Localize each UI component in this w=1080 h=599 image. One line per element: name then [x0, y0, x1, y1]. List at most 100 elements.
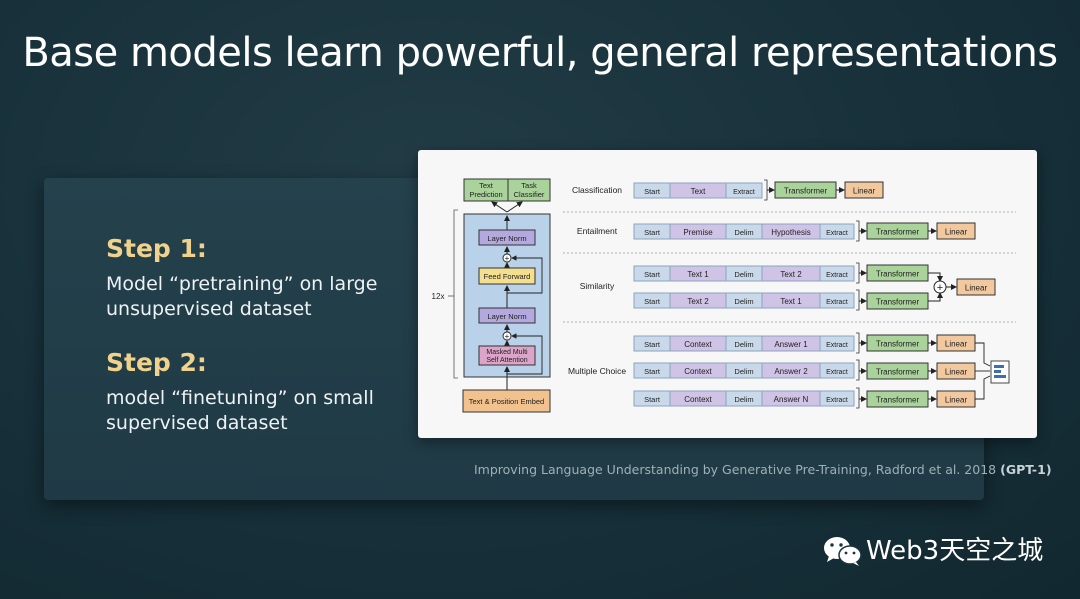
multiple-choice-row-2: Start Context Delim Answer 2 Extract Tra…	[633, 359, 976, 381]
token-delim-label: Delim	[734, 367, 753, 376]
similarity-row-1: Start Text 1 Delim Text 2 Extract Transf…	[633, 262, 929, 284]
token-extract	[819, 335, 855, 352]
gpt1-diagram: Text Prediction Task Classifier 12x Laye…	[432, 178, 1016, 413]
step-2-line-2: supervised dataset	[106, 412, 288, 434]
token-start-label: Start	[644, 187, 661, 196]
token-extract-label: Extract	[826, 272, 848, 279]
token-start-label: Start	[644, 297, 661, 306]
token-answerN-label: Answer N	[774, 395, 809, 404]
token-extract-label: Extract	[826, 397, 848, 404]
token-extract-label: Extract	[826, 369, 848, 376]
transformer-label: Transformer	[784, 187, 828, 196]
token-start-label: Start	[644, 228, 661, 237]
token-answer1-label: Answer 1	[774, 340, 808, 349]
token-delim-label: Delim	[734, 395, 753, 404]
masked-attention-label-2: Self Attention	[486, 357, 527, 364]
step-1-title: Step 1:	[106, 234, 207, 263]
embed-label: Text & Position Embed	[469, 397, 544, 406]
token-context-label: Context	[684, 395, 712, 404]
token-extract-label: Extract	[733, 189, 755, 196]
text-prediction-label-2: Prediction	[469, 190, 502, 199]
token-delim-label: Delim	[734, 270, 753, 279]
repeat-12x-label: 12x	[432, 292, 445, 301]
transformer-label: Transformer	[876, 270, 920, 279]
token-text1-label: Text 1	[780, 297, 802, 306]
linear-box	[936, 222, 976, 240]
token-text1-label: Text 1	[687, 270, 709, 279]
token-extract	[819, 223, 855, 240]
token-extract	[819, 265, 855, 282]
token-extract-label: Extract	[826, 299, 848, 306]
linear-box	[956, 278, 996, 296]
token-hypothesis-label: Hypothesis	[771, 228, 811, 237]
feed-forward-box	[478, 267, 536, 285]
token-extract-label: Extract	[826, 230, 848, 237]
token-extract	[819, 362, 855, 379]
watermark: Web3天空之城	[822, 534, 1052, 570]
token-text2-label: Text 2	[780, 270, 802, 279]
token-extract	[725, 182, 763, 199]
step-1-description: Model “pretraining” on large unsupervise…	[106, 272, 377, 322]
linear-label: Linear	[945, 228, 968, 237]
token-context-label: Context	[684, 340, 712, 349]
token-start-label: Start	[644, 367, 661, 376]
task-classifier-label-2: Classifier	[514, 190, 545, 199]
layer-norm-top-box	[478, 229, 536, 246]
citation: Improving Language Understanding by Gene…	[474, 462, 1052, 477]
residual-add-bottom-symbol: +	[505, 332, 510, 341]
linear-box	[844, 181, 884, 199]
softmax-merge	[975, 342, 1010, 400]
task-multiple-choice-label: Multiple Choice	[568, 366, 626, 376]
step-1-line-2: unsupervised dataset	[106, 298, 312, 320]
linear-label: Linear	[853, 187, 876, 196]
linear-label: Linear	[945, 396, 968, 405]
multiple-choice-row-n: Start Context Delim Answer N Extract Tra…	[633, 387, 976, 409]
task-similarity-label: Similarity	[580, 281, 615, 291]
entailment-row: Start Premise Delim Hypothesis Extract T…	[633, 220, 976, 242]
transformer-label: Transformer	[876, 396, 920, 405]
task-classification-label: Classification	[572, 185, 622, 195]
masked-attention-box	[478, 345, 536, 366]
step-2-description: model “finetuning” on small supervised d…	[106, 386, 374, 436]
token-context-label: Context	[684, 367, 712, 376]
wechat-icon	[824, 537, 862, 566]
transformer-label: Transformer	[876, 340, 920, 349]
token-start-label: Start	[644, 270, 661, 279]
step-2-title: Step 2:	[106, 348, 207, 377]
token-delim-label: Delim	[734, 297, 753, 306]
layer-norm-bottom-box	[478, 307, 536, 324]
residual-add-top-symbol: +	[505, 254, 510, 263]
task-classifier-label-1: Task	[521, 181, 537, 190]
similarity-row-2: Start Text 2 Delim Text 1 Extract Transf…	[633, 289, 929, 311]
token-extract-label: Extract	[826, 342, 848, 349]
transformer-label: Transformer	[876, 228, 920, 237]
architecture-diagram: Text Prediction Task Classifier 12x Laye…	[432, 178, 551, 413]
text-prediction-label-1: Text	[479, 181, 494, 190]
feed-forward-label: Feed Forward	[484, 272, 531, 281]
token-text-label: Text	[691, 187, 706, 196]
token-start-label: Start	[644, 340, 661, 349]
token-text2-label: Text 2	[687, 297, 709, 306]
step-1-line-1: Model “pretraining” on large	[106, 273, 378, 295]
step-2-line-1: model “finetuning” on small	[106, 387, 374, 409]
similarity-merge: + Linear	[928, 272, 996, 302]
layer-norm-bottom-label: Layer Norm	[487, 312, 526, 321]
embed-box	[462, 389, 551, 413]
linear-label: Linear	[965, 284, 988, 293]
task-formats: Classification Start Text Extract Transf…	[563, 179, 1016, 409]
token-premise-label: Premise	[683, 228, 713, 237]
linear-label: Linear	[945, 340, 968, 349]
multiple-choice-row-1: Start Context Delim Answer 1 Extract Tra…	[633, 332, 976, 354]
slide-title: Base models learn powerful, general repr…	[22, 30, 1058, 76]
classification-row: Start Text Extract Transformer Linear	[633, 179, 884, 201]
token-extract	[819, 390, 855, 407]
masked-attention-label-1: Masked Multi	[486, 349, 528, 356]
transformer-label: Transformer	[876, 368, 920, 377]
token-answer2-label: Answer 2	[774, 367, 808, 376]
gpt1-figure: Text Prediction Task Classifier 12x Laye…	[418, 150, 1037, 438]
task-entailment-label: Entailment	[577, 226, 618, 236]
layer-norm-top-label: Layer Norm	[487, 234, 526, 243]
token-delim-label: Delim	[734, 228, 753, 237]
task-classifier-box	[507, 178, 551, 202]
linear-label: Linear	[945, 368, 968, 377]
